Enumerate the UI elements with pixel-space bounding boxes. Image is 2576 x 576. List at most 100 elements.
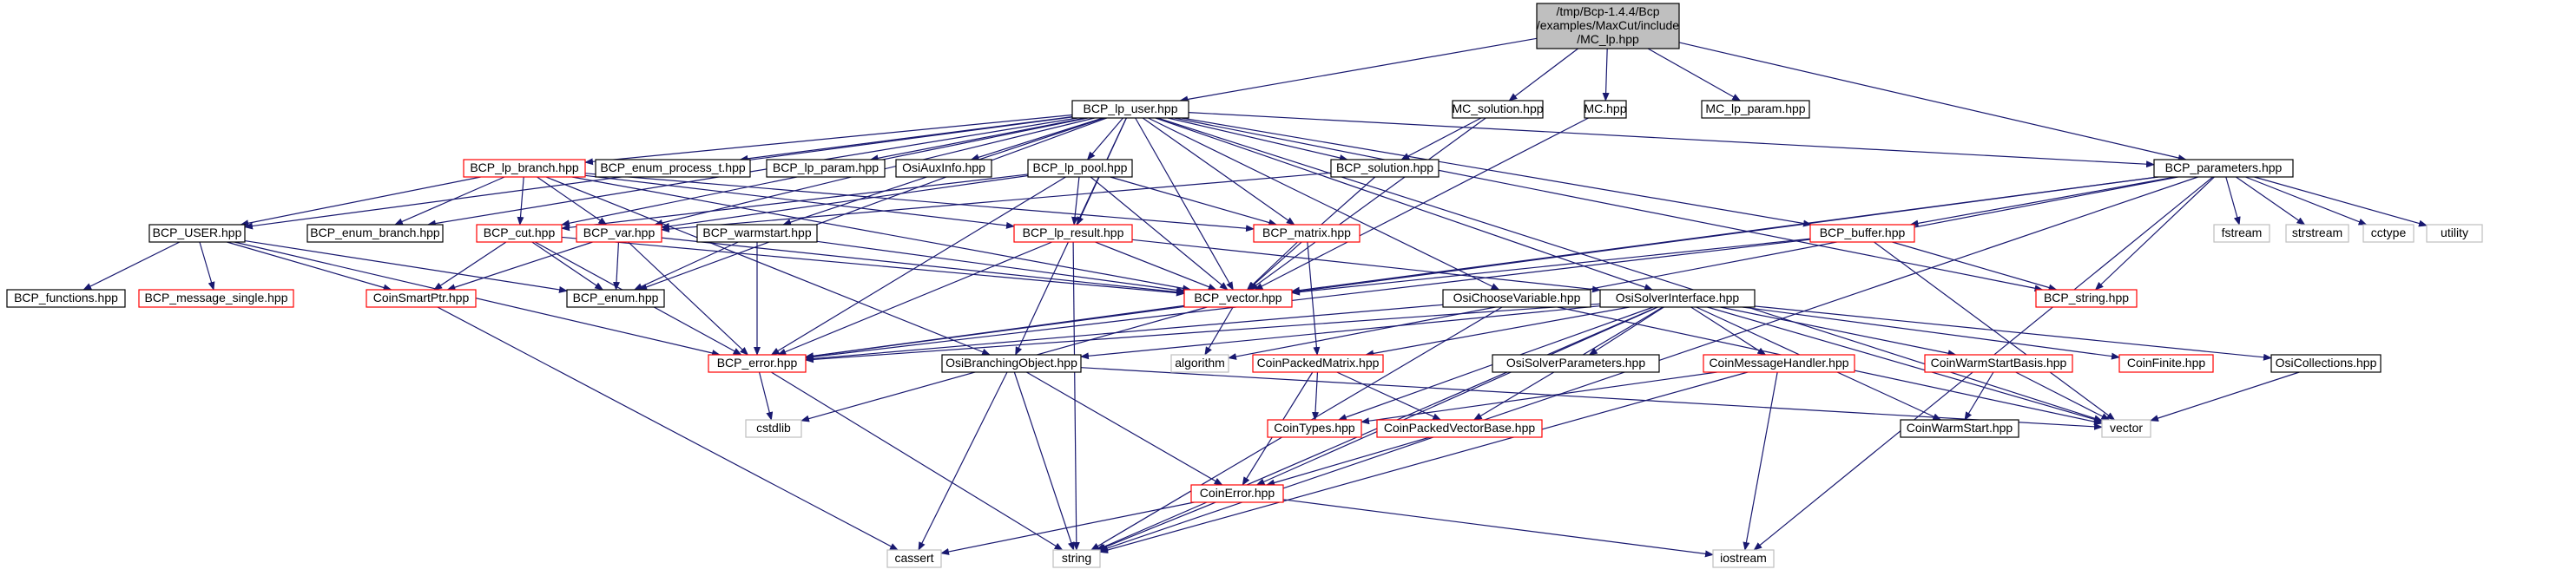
edge-bcp_lp_user-to-bcp_lp_pool: [1086, 117, 1123, 160]
node-label-string: string: [1062, 551, 1091, 565]
node-bcp_user[interactable]: BCP_USER.hpp: [148, 224, 246, 243]
node-box-mc: [1584, 100, 1627, 119]
edge-bcp_parameters-to-bcp_string: [2094, 176, 2215, 291]
edge-coinmessagehandler-to-iostream: [1743, 371, 1778, 551]
node-coinpackedmatrix[interactable]: CoinPackedMatrix.hpp: [1252, 354, 1384, 373]
node-coinpackedvectorbase[interactable]: CoinPackedVectorBase.hpp: [1376, 419, 1543, 438]
node-cstdlib: cstdlib: [745, 419, 802, 438]
node-box-cassert: [886, 549, 942, 568]
node-box-vector: [2101, 419, 2151, 438]
node-label-fstream: fstream: [2222, 226, 2263, 239]
node-coinwarmstart[interactable]: CoinWarmStart.hpp: [1900, 419, 2019, 438]
edge-bcp_lp_user-to-osichoosevariable: [1148, 117, 1500, 291]
node-box-bcp_matrix: [1253, 224, 1360, 243]
node-box-bcp_string: [2035, 289, 2138, 308]
node-box-bcp_functions: [6, 289, 126, 308]
node-box-coinerror: [1190, 484, 1284, 503]
node-bcp_vector[interactable]: BCP_vector.hpp: [1183, 289, 1293, 308]
node-label-utility: utility: [2441, 226, 2468, 239]
node-label-root: /tmp/Bcp-1.4.4/Bcp: [1556, 4, 1659, 18]
node-label-bcp_parameters: BCP_parameters.hpp: [2165, 160, 2283, 174]
node-coinerror[interactable]: CoinError.hpp: [1190, 484, 1284, 503]
node-coinfinite[interactable]: CoinFinite.hpp: [2118, 354, 2214, 373]
node-osisolverinterface[interactable]: OsiSolverInterface.hpp: [1599, 289, 1756, 308]
edge-bcp_lp_user-to-bcp_enum_branch: [426, 117, 1078, 227]
node-label-coinwarmstartbasis: CoinWarmStartBasis.hpp: [1931, 356, 2067, 370]
node-bcp_lp_pool[interactable]: BCP_lp_pool.hpp: [1027, 159, 1133, 178]
node-label-root: /examples/MaxCut/include: [1537, 18, 1679, 32]
edge-coinerror-to-string: [1097, 501, 1216, 551]
node-label-bcp_lp_pool: BCP_lp_pool.hpp: [1033, 160, 1128, 174]
node-bcp_string[interactable]: BCP_string.hpp: [2035, 289, 2138, 308]
edge-osibranchingobject-to-string: [1013, 371, 1075, 551]
edge-bcp_error-to-string: [771, 371, 1064, 551]
node-label-bcp_error: BCP_error.hpp: [717, 356, 798, 370]
node-label-coinfinite: CoinFinite.hpp: [2127, 356, 2205, 370]
node-label-osisolverinterface: OsiSolverInterface.hpp: [1616, 291, 1740, 304]
node-label-bcp_user: BCP_USER.hpp: [153, 226, 242, 239]
edge-coinerror-to-iostream: [1282, 499, 1714, 558]
node-osichoosevariable[interactable]: OsiChooseVariable.hpp: [1442, 289, 1591, 308]
node-box-osicollections: [2270, 354, 2382, 373]
node-bcp_matrix[interactable]: BCP_matrix.hpp: [1253, 224, 1360, 243]
node-bcp_buffer[interactable]: BCP_buffer.hpp: [1809, 224, 1915, 243]
edge-bcp_lp_user-to-bcp_lp_branch: [584, 114, 1073, 166]
node-bcp_enum_branch[interactable]: BCP_enum_branch.hpp: [306, 224, 444, 243]
node-label-bcp_message_single: BCP_message_single.hpp: [145, 291, 288, 304]
edge-bcp_parameters-to-bcp_error: [805, 176, 2159, 360]
node-label-cointypes: CoinTypes.hpp: [1274, 421, 1355, 435]
node-osibranchingobject[interactable]: OsiBranchingObject.hpp: [941, 354, 1082, 373]
node-label-cstdlib: cstdlib: [756, 421, 791, 435]
node-bcp_cut[interactable]: BCP_cut.hpp: [476, 224, 563, 243]
node-mc_solution[interactable]: MC_solution.hpp: [1452, 100, 1544, 119]
node-box-bcp_cut: [476, 224, 563, 243]
node-osicollections[interactable]: OsiCollections.hpp: [2270, 354, 2382, 373]
node-bcp_enum_process_t[interactable]: BCP_enum_process_t.hpp: [595, 159, 751, 178]
node-box-bcp_parameters: [2153, 159, 2294, 178]
node-bcp_var[interactable]: BCP_var.hpp: [576, 224, 662, 243]
node-utility: utility: [2426, 224, 2483, 243]
node-box-bcp_lp_param: [766, 159, 886, 178]
node-bcp_lp_user[interactable]: BCP_lp_user.hpp: [1071, 100, 1189, 119]
nodes: /tmp/Bcp-1.4.4/Bcp/examples/MaxCut/inclu…: [6, 3, 2483, 568]
node-bcp_lp_branch[interactable]: BCP_lp_branch.hpp: [463, 159, 586, 178]
node-bcp_parameters[interactable]: BCP_parameters.hpp: [2153, 159, 2294, 178]
node-bcp_lp_param[interactable]: BCP_lp_param.hpp: [766, 159, 886, 178]
node-bcp_error[interactable]: BCP_error.hpp: [708, 354, 807, 373]
node-coinmessagehandler[interactable]: CoinMessageHandler.hpp: [1703, 354, 1855, 373]
node-bcp_functions[interactable]: BCP_functions.hpp: [6, 289, 126, 308]
edge-root-to-mc_lp_param: [1647, 48, 1742, 101]
node-label-coinsmartptr: CoinSmartPtr.hpp: [373, 291, 470, 304]
node-mc[interactable]: MC.hpp: [1584, 100, 1627, 119]
node-bcp_warmstart[interactable]: BCP_warmstart.hpp: [696, 224, 818, 243]
node-box-osiauxinfo: [895, 159, 992, 178]
node-box-cctype: [2362, 224, 2415, 243]
edge-bcp_lp_branch-to-bcp_vector: [571, 176, 1192, 292]
edge-bcp_user-to-bcp_error: [234, 241, 721, 357]
node-mc_lp_param[interactable]: MC_lp_param.hpp: [1701, 100, 1810, 119]
node-box-bcp_lp_pool: [1027, 159, 1133, 178]
node-box-bcp_buffer: [1809, 224, 1915, 243]
node-box-osibranchingobject: [941, 354, 1082, 373]
node-label-iostream: iostream: [1720, 551, 1767, 565]
node-label-mc_lp_param: MC_lp_param.hpp: [1705, 101, 1805, 115]
node-bcp_message_single[interactable]: BCP_message_single.hpp: [138, 289, 294, 308]
node-box-string: [1052, 549, 1101, 568]
node-coinsmartptr[interactable]: CoinSmartPtr.hpp: [366, 289, 477, 308]
node-osisolverparameters[interactable]: OsiSolverParameters.hpp: [1492, 354, 1660, 373]
node-box-coinwarmstart: [1900, 419, 2019, 438]
edge-bcp_lp_user-to-bcp_solution: [1167, 117, 1348, 161]
node-iostream: iostream: [1712, 549, 1775, 568]
node-osiauxinfo[interactable]: OsiAuxInfo.hpp: [895, 159, 992, 178]
node-box-fstream: [2213, 224, 2270, 243]
node-coinwarmstartbasis[interactable]: CoinWarmStartBasis.hpp: [1924, 354, 2073, 373]
edge-osichoosevariable-to-bcp_error: [805, 304, 1444, 363]
edge-bcp_lp_pool-to-bcp_var: [661, 174, 1029, 230]
edge-bcp_warmstart-to-bcp_enum: [633, 241, 739, 291]
edge-bcp_buffer-to-vector: [1874, 241, 2116, 421]
node-bcp_solution[interactable]: BCP_solution.hpp: [1330, 159, 1440, 178]
node-bcp_lp_result[interactable]: BCP_lp_result.hpp: [1013, 224, 1133, 243]
node-bcp_enum[interactable]: BCP_enum.hpp: [566, 289, 665, 308]
node-cointypes[interactable]: CoinTypes.hpp: [1267, 419, 1362, 438]
edge-bcp_lp_user-to-osiauxinfo: [970, 117, 1104, 161]
